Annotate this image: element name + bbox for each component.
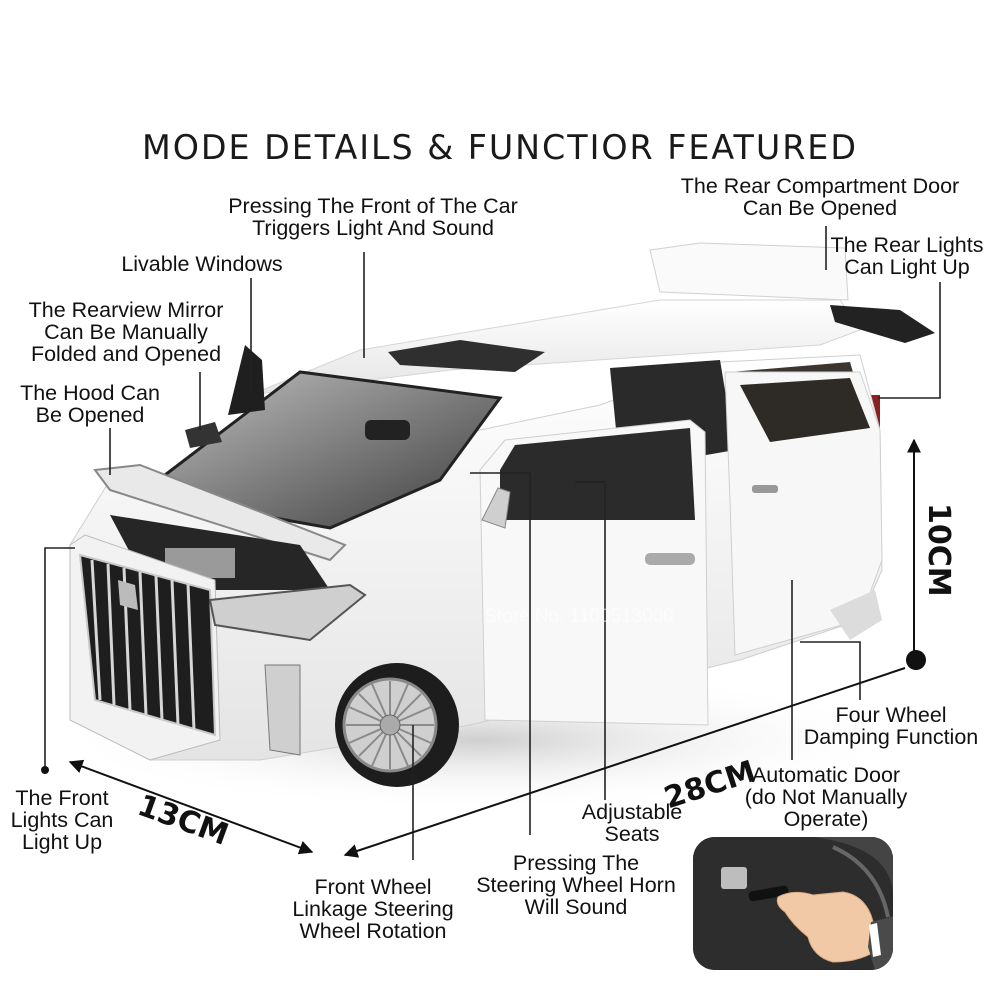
fog-light	[264, 664, 301, 756]
grille-emblem	[118, 580, 138, 610]
sunroof	[388, 340, 545, 372]
store-watermark: Store No: 1100513000	[484, 606, 674, 627]
door-mirror	[481, 487, 511, 529]
front-wheel	[335, 663, 459, 787]
front-door-handle	[645, 553, 695, 565]
hand-pointing-icon	[776, 891, 893, 970]
rear-hatch-glass	[830, 305, 935, 343]
sliding-door-handle	[752, 485, 778, 493]
dimension-corner-dot	[906, 650, 926, 670]
stalk-switch	[721, 867, 747, 889]
leader-lines	[44, 226, 941, 860]
hood	[93, 463, 347, 562]
width-dimension-arrow	[68, 759, 314, 855]
rear-wheel-arch	[830, 590, 882, 640]
front-door-window	[500, 428, 695, 520]
leader-dot	[41, 766, 49, 774]
rear-hatch	[649, 242, 849, 301]
height-dimension-label: 10CM	[921, 503, 956, 597]
left-mirror	[185, 422, 222, 448]
sliding-door	[724, 371, 883, 656]
horn-inset-photo	[693, 837, 893, 970]
sliding-door-window	[740, 378, 870, 442]
length-dimension-arrow	[343, 667, 906, 858]
feature-livable-windows: Livable Windows	[121, 252, 283, 276]
folded-mirror	[228, 345, 265, 415]
page-title: MODE DETAILS & FUNCTIOR FEATURED	[142, 128, 858, 168]
dash-camera	[365, 420, 410, 440]
headlight	[208, 583, 367, 642]
